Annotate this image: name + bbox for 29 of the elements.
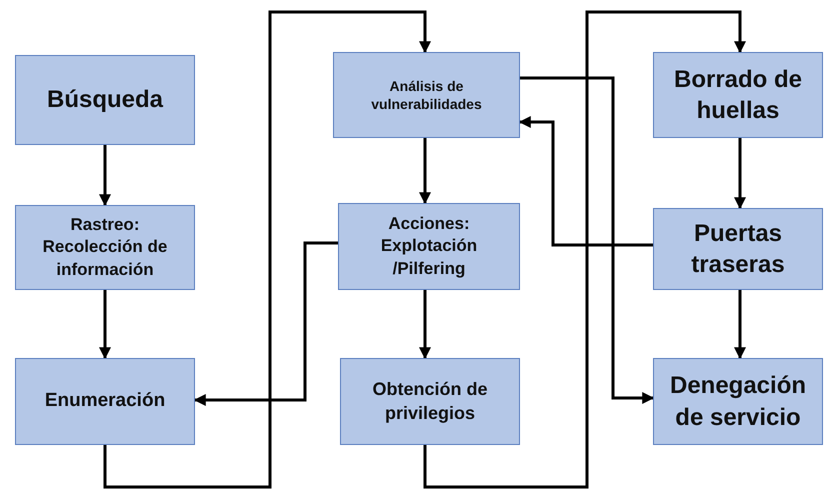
box-label: Búsqueda bbox=[46, 85, 163, 116]
process-box bbox=[653, 52, 823, 138]
box-label: Puertas traseras bbox=[690, 218, 786, 280]
process-box bbox=[15, 358, 195, 445]
arrow bbox=[419, 138, 431, 204]
process-box bbox=[340, 358, 520, 445]
arrow bbox=[419, 290, 431, 360]
process-box bbox=[15, 205, 195, 290]
box-label: Denegación de servicio bbox=[668, 371, 808, 432]
box-label: Enumeración bbox=[44, 389, 166, 414]
arrow bbox=[99, 290, 111, 360]
arrow bbox=[99, 145, 111, 206]
arrow bbox=[734, 138, 746, 210]
process-box bbox=[653, 358, 823, 445]
arrow bbox=[520, 76, 654, 404]
process-box bbox=[338, 203, 520, 290]
box-label: Rastreo: Recolección de información bbox=[42, 214, 168, 281]
arrow bbox=[104, 10, 431, 488]
arrow bbox=[734, 290, 746, 360]
process-box bbox=[653, 208, 823, 290]
process-box bbox=[333, 52, 520, 138]
process-box bbox=[15, 55, 195, 145]
box-label: Borrado de huellas bbox=[672, 64, 803, 126]
box-label: Análisis de vulnerabilidades bbox=[370, 76, 483, 114]
arrow bbox=[194, 242, 338, 406]
arrow bbox=[424, 10, 746, 488]
arrow bbox=[518, 116, 653, 246]
box-label: Obtención de privilegios bbox=[371, 378, 488, 425]
box-label: Acciones: Explotación /Pilfering bbox=[380, 213, 478, 280]
